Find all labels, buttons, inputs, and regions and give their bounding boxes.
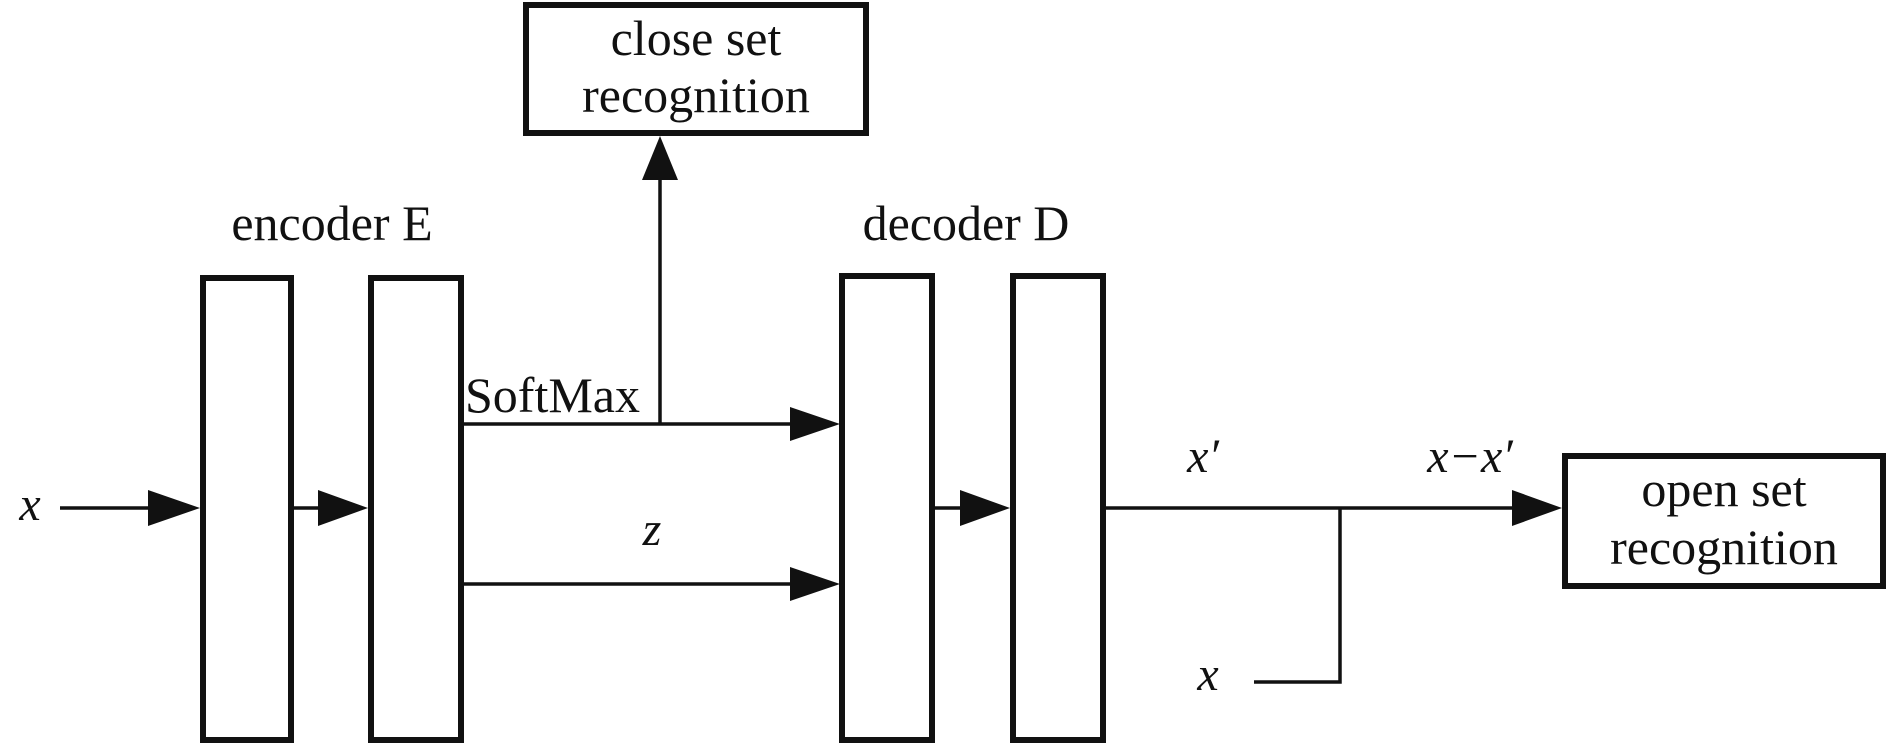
encoder-label: encoder E bbox=[231, 195, 432, 251]
latent-arrow-to-decoder bbox=[464, 567, 840, 601]
difference-label: x−x′ bbox=[1426, 430, 1514, 483]
close-set-label-line1: close set bbox=[611, 10, 782, 66]
encoder-layer-1 bbox=[200, 275, 294, 743]
softmax-arrow-to-close-set bbox=[642, 136, 678, 424]
close-set-recognition-node: close set recognition bbox=[523, 2, 869, 136]
open-set-label-line2: recognition bbox=[1610, 519, 1838, 575]
input-x-second-label: x bbox=[1196, 648, 1218, 701]
decoder-label: decoder D bbox=[863, 195, 1070, 251]
input-arrow bbox=[60, 490, 200, 526]
open-set-recognition-node: open set recognition bbox=[1562, 453, 1886, 589]
decoder-layer-1 bbox=[839, 273, 935, 743]
softmax-arrow-to-decoder bbox=[464, 407, 840, 441]
output-arrow-to-open-set bbox=[1106, 490, 1562, 526]
open-set-label-line1: open set bbox=[1641, 461, 1806, 517]
decoder-internal-arrow bbox=[935, 490, 1010, 526]
softmax-label: SoftMax bbox=[465, 367, 640, 423]
input-x-label: x bbox=[18, 478, 40, 531]
reconstruction-x-prime-label: x′ bbox=[1186, 430, 1220, 483]
close-set-label-line2: recognition bbox=[582, 67, 810, 123]
encoder-internal-arrow bbox=[294, 490, 368, 526]
second-input-connector bbox=[1254, 508, 1342, 684]
encoder-layer-2 bbox=[368, 275, 464, 743]
decoder-layer-2 bbox=[1010, 273, 1106, 743]
latent-z-label: z bbox=[642, 503, 662, 556]
